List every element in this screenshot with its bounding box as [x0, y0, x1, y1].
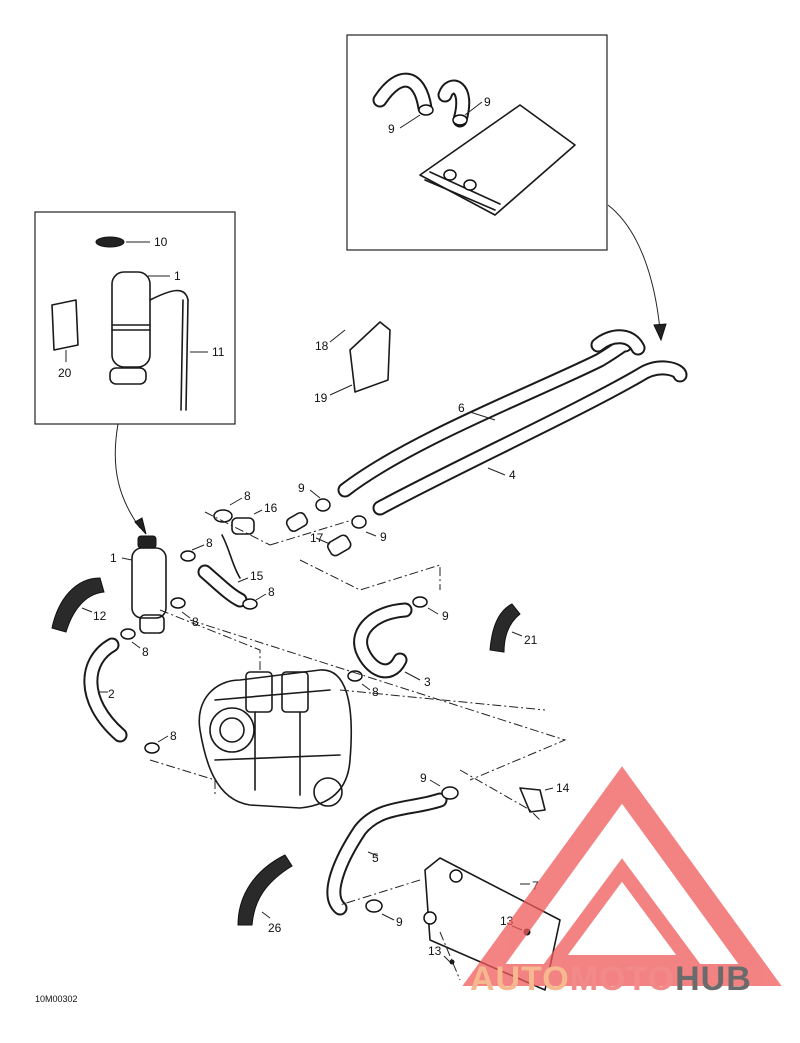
ribbed-hose-icon	[237, 854, 293, 926]
callout-20: 20	[58, 366, 72, 380]
callout-4: 4	[509, 468, 516, 482]
callout-8: 8	[206, 536, 213, 550]
callout-1: 1	[110, 551, 117, 565]
callout-2: 2	[108, 687, 115, 701]
bracket-icon	[349, 321, 391, 393]
callout-18: 18	[315, 339, 329, 353]
engine-icon	[198, 669, 353, 809]
inset-tank-box: 10 1 11 20	[34, 211, 236, 425]
ribbed-hose-icon	[51, 577, 105, 633]
callout-15: 15	[250, 569, 264, 583]
callout-8: 8	[268, 585, 275, 599]
hose-pair: 6 4	[337, 329, 688, 516]
callout-8: 8	[142, 645, 149, 659]
callout-17: 17	[310, 531, 324, 545]
watermark-hub: HUB	[675, 960, 752, 998]
arrowhead-icon	[134, 517, 147, 535]
callout-9: 9	[380, 530, 387, 544]
callout-1: 1	[174, 269, 181, 283]
coolant-tank-icon	[111, 271, 151, 368]
callout-13: 13	[428, 944, 442, 958]
callout-5: 5	[372, 851, 379, 865]
callout-10: 10	[154, 235, 168, 249]
callout-9: 9	[388, 122, 395, 136]
callout-19: 19	[314, 391, 328, 405]
watermark-text: AUTOMOTOHUB	[470, 960, 752, 998]
callout-12: 12	[93, 609, 107, 623]
callout-8: 8	[372, 685, 379, 699]
callout-14: 14	[556, 781, 570, 795]
callout-26: 26	[268, 921, 282, 935]
callout-9: 9	[298, 481, 305, 495]
callout-9: 9	[484, 95, 491, 109]
watermark-auto: AUTO	[470, 960, 570, 998]
arrowhead-icon	[653, 323, 667, 342]
coolant-tank-main: 1	[110, 535, 167, 634]
callout-9: 9	[420, 771, 427, 785]
callout-6: 6	[458, 401, 465, 415]
callout-8: 8	[170, 729, 177, 743]
cap-icon	[95, 236, 125, 248]
callout-21: 21	[524, 633, 538, 647]
callout-16: 16	[264, 501, 278, 515]
heat-exchanger-icon: 7 13 13	[423, 857, 561, 991]
ribbed-hose-icon	[489, 603, 521, 653]
watermark-logo: AUTOMOTOHUB	[462, 766, 782, 998]
callout-3: 3	[424, 675, 431, 689]
callout-9: 9	[442, 609, 449, 623]
drawing-code: 10M00302	[35, 994, 78, 1004]
radiator-icon	[419, 104, 576, 216]
decal-icon	[51, 299, 79, 351]
callout-11: 11	[212, 345, 225, 359]
triangle-logo-icon	[462, 766, 782, 986]
elbow-fitting-icon	[519, 787, 546, 813]
callout-9: 9	[396, 915, 403, 929]
watermark-moto: MOTO	[570, 960, 675, 998]
inset-radiator-box: 9 9	[346, 34, 608, 251]
callout-8: 8	[244, 489, 251, 503]
coolant-tank-icon	[131, 547, 167, 619]
